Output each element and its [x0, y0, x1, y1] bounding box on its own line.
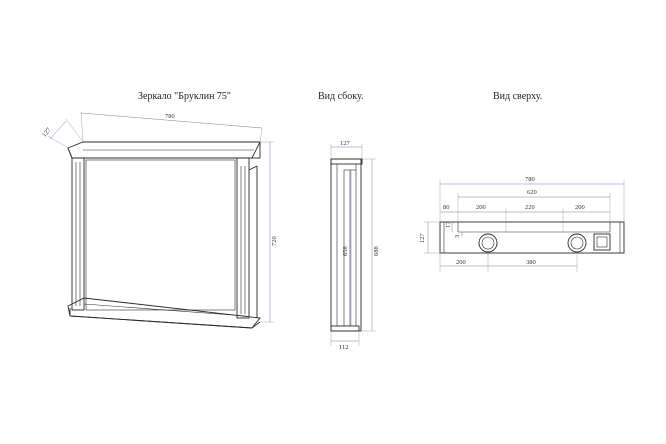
- dim-top-depth: 127: [419, 233, 426, 244]
- dim-side-outer-height: 688: [373, 246, 380, 256]
- top-view: 780 620 200 220 200 80 17 3 127 200 380: [419, 176, 625, 272]
- dim-top-overall-width: 780: [525, 176, 535, 183]
- dim-top-seg-mid: 220: [525, 204, 535, 211]
- dim-top-seg-left: 200: [476, 204, 486, 211]
- side-outer-body: [330, 158, 362, 332]
- dim-side-bottom-depth: 112: [339, 344, 349, 351]
- dim-top-small-b: 3: [454, 235, 461, 238]
- dim-front-width-line: [80, 112, 263, 129]
- side-top-cap: [330, 158, 363, 165]
- front-bottom-shelf: [67, 297, 261, 329]
- dim-front-depth-line: [49, 120, 67, 140]
- dim-top-seg-right: 200: [575, 204, 585, 211]
- front-view: 780 127 720: [41, 111, 278, 329]
- top-right-lamp-inner: [570, 236, 584, 250]
- dim-front-depth: 127: [41, 126, 53, 139]
- top-outline: [439, 221, 625, 254]
- dim-top-small-a: 17: [445, 221, 452, 228]
- dim-top-bottom-left: 200: [456, 259, 466, 266]
- title-front-view: Зеркало "Бруклин 75": [138, 91, 231, 102]
- side-view: 127 112 658 688: [330, 140, 380, 351]
- dim-top-bottom-span: 380: [526, 259, 536, 266]
- dim-top-left-offset: 80: [443, 204, 450, 211]
- dim-side-top-depth: 127: [340, 140, 351, 147]
- dim-top-inner-width: 620: [527, 189, 537, 196]
- dim-front-width: 780: [165, 113, 175, 120]
- title-side-view: Вид сбоку.: [318, 91, 363, 102]
- front-mirror-glass: [85, 159, 236, 311]
- top-socket-box: [593, 233, 611, 251]
- top-left-lamp-inner: [481, 236, 495, 250]
- title-top-view: Вид сверху.: [493, 91, 542, 102]
- front-right-pilaster: [236, 157, 250, 319]
- dim-front-height: 720: [271, 236, 278, 246]
- front-left-pilaster: [71, 157, 85, 311]
- side-bottom-shelf: [330, 325, 360, 332]
- dim-side-inner-height: 658: [342, 246, 349, 256]
